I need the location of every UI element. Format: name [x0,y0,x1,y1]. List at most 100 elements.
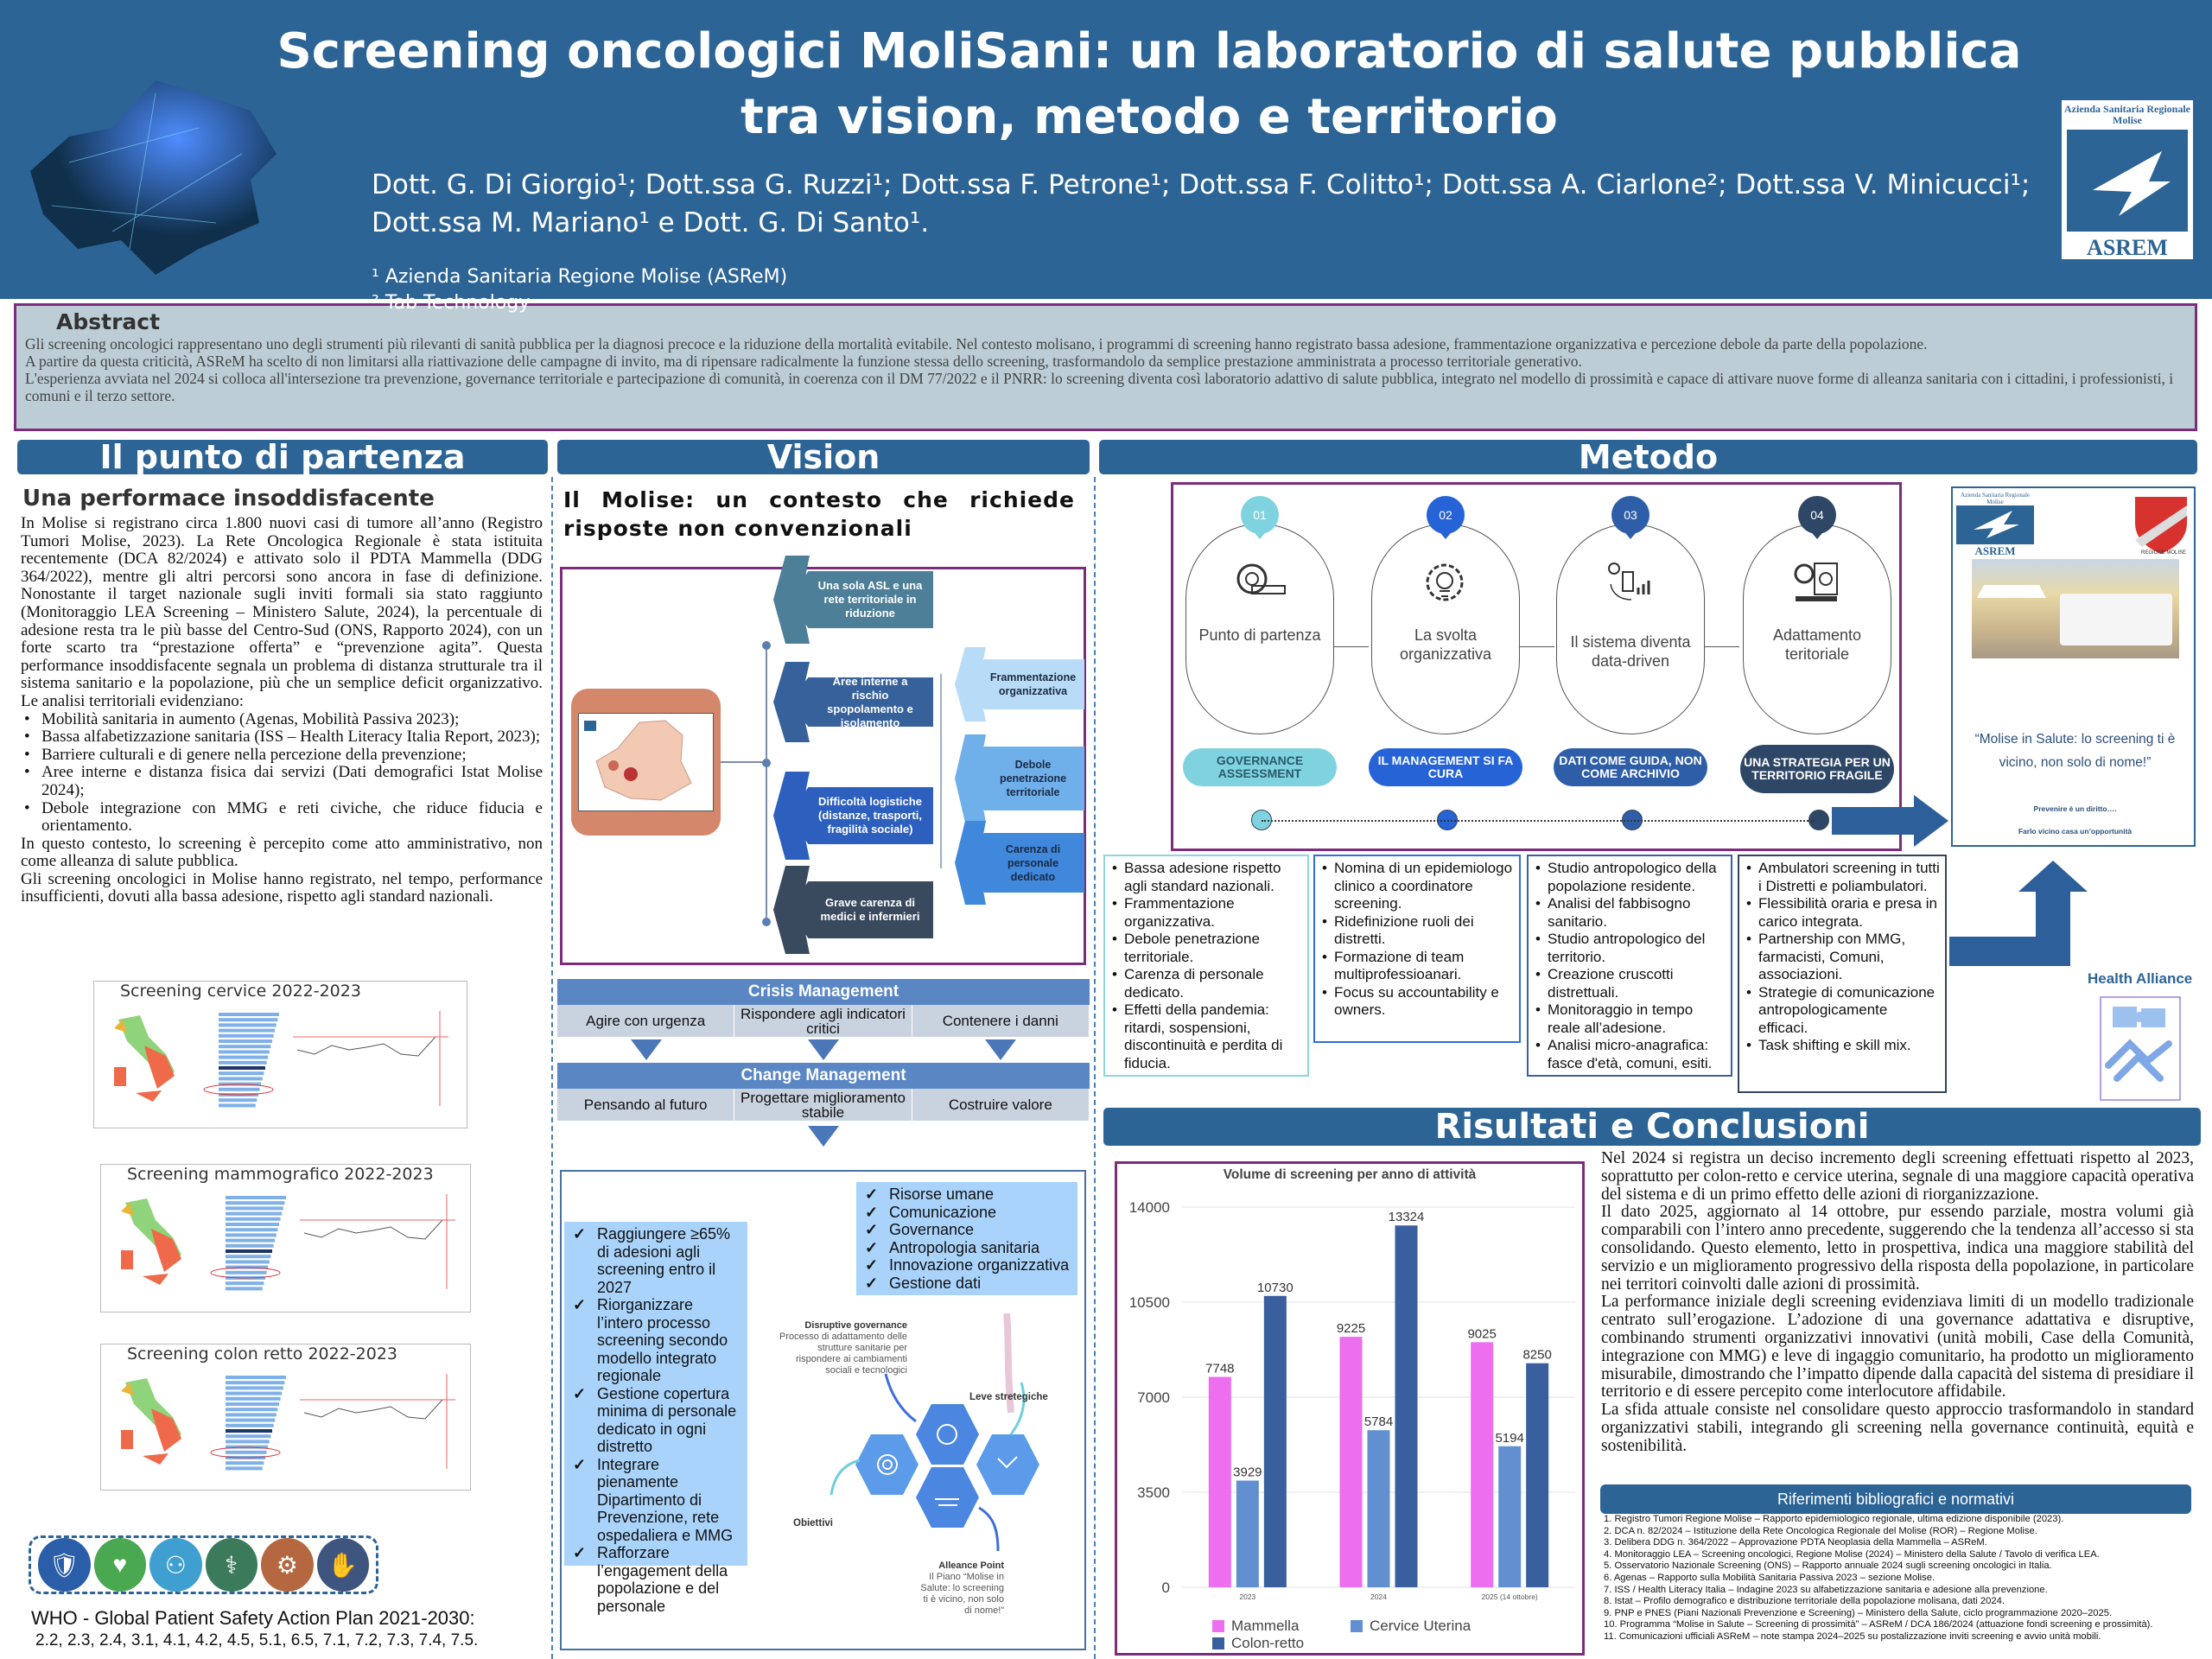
paragraph: In questo contesto, lo screening è perce… [21,834,543,871]
list-item: Nomina di un epidemiologo clinico a coor… [1320,860,1514,913]
objective-item: Rafforzare l’engagement della popolazion… [569,1544,742,1615]
badge-pointer [1437,529,1454,539]
data-label: 13324 [1389,1210,1425,1224]
levers-checklist: Risorse umaneComunicazioneGovernanceAntr… [856,1182,1077,1295]
flyer-quote: “Molise in Salute: lo screening ti è vic… [1974,732,2176,770]
reference-item: 5. Osservatorio Nazionale Screening (ONS… [1604,1560,2052,1572]
method-list: Nomina di un epidemiologo clinico a coor… [1313,855,1521,1043]
step-arrow-icon [1520,646,1554,647]
context-item: Una sola ASL e una rete territoriale in … [788,571,933,628]
health-alliance-label: Health Alliance [2088,970,2193,987]
list-item: Carenza di personale dedicato. [1110,966,1302,1001]
abstract-box: Abstract Gli screening oncologici rappre… [14,303,2197,431]
reference-item: 3. Delibera DDG n. 364/2022 – Approvazio… [1604,1537,1987,1548]
objective-item: Integrare pienamente Dipartimento di Pre… [569,1456,742,1545]
y-tick-label: 3500 [1137,1484,1170,1501]
timeline [1262,820,1815,822]
bar-mammella [1208,1376,1231,1587]
reference-item: 2. DCA n. 82/2024 – Istituzione della Re… [1604,1525,2037,1536]
partenza-subtitle: Una performace insoddisfacente [22,486,435,512]
context-item: Aree interne a rischio spopolamento e is… [788,677,933,727]
step-pill: UNA STRATEGIA PER UN TERRITORIO FRAGILE [1740,745,1894,793]
step-pill: DATI COME GUIDA, NON COME ARCHIVIO [1554,748,1707,786]
blueprint-bulb-icon [1790,560,1846,609]
vision-subtitle: Il Molise: un contesto che richiede risp… [563,487,1075,541]
screening-volume-chart: Volume di screening per anno di attività… [1115,1161,1585,1656]
step-number-badge: 04 [1798,496,1836,534]
list-item: Bassa alfabetizzazione sanitaria (ISS – … [21,728,543,747]
badge-pointer [1622,529,1639,539]
territorial-analysis-list: Mobilità sanitaria in aumento (Agenas, M… [21,710,543,836]
objectives-checklist: Raggiungere ≥65% di adesioni agli screen… [564,1222,747,1615]
step-label: Il sistema diventa data-driven [1570,633,1691,670]
references-title: Riferimenti bibliografici e normativi [1600,1484,2191,1514]
list-item: Monitoraggio in tempo reale all’adesione… [1534,1001,1726,1037]
badge-pointer [1808,529,1826,539]
legend-label: Mammella [1231,1618,1300,1634]
gear-bulb-icon [1419,560,1474,609]
timeline-dot [762,759,771,767]
obiettivi-label: Obiettivi [793,1518,834,1529]
reference-item: 10. Programma “Molise in Salute – Screen… [1604,1619,2153,1630]
legend-label: Cervice Uterina [1370,1618,1471,1634]
connector-line [766,645,767,921]
heart-pulse-icon: ♥ [93,1538,146,1592]
column-divider [551,477,553,1659]
y-tick-label: 0 [1162,1580,1170,1596]
list-item: Ridefinizione ruoli dei distretti. [1320,913,1514,949]
list-item: Flessibilità oraria e presa in carico in… [1745,895,1940,931]
coverage-charts-image [101,1363,470,1484]
list-item: Frammentazione organizzativa. [1110,895,1302,931]
tape-measure-icon [1233,560,1288,609]
lever-item: Gestione dati [861,1274,1072,1293]
list-item: Focus su accountability e owners. [1320,984,1514,1020]
bar-colon-retto [1395,1225,1418,1587]
step-number-badge: 01 [1241,496,1279,534]
step-capsule [1556,524,1705,734]
method-list: Ambulatori screening in tutti i Distrett… [1738,855,1947,1093]
list-item: Studio antropologico del territorio. [1534,931,1726,966]
section-header-partenza: Il punto di partenza [17,440,548,474]
arrow-right-icon [1832,795,1948,847]
list-item: Effetti della pandemia: ritardi, sospens… [1110,1001,1302,1072]
regione-molise-seal [2135,497,2187,554]
step-label: Punto di partenza [1198,626,1321,644]
step-number-badge: 02 [1427,496,1465,534]
legend-swatch [1212,1637,1224,1649]
section-header-vision: Vision [557,440,1090,474]
data-label: 5194 [1495,1431,1523,1446]
metodo-steps-box [1171,482,1902,851]
screenshot-title: Screening colon retto 2022-2023 [127,1344,398,1363]
list-item: Barriere culturali e di genere nella per… [21,746,543,765]
data-label: 7748 [1205,1361,1234,1376]
criticality-item: Debole penetrazione territoriale [968,747,1084,810]
data-label: 8250 [1522,1348,1551,1363]
crisis-item: Contenere i danni [912,1005,1090,1037]
list-item: Aree interne e distanza fisica dai servi… [21,763,543,799]
lever-item: Innovazione organizzativa [861,1256,1072,1274]
y-tick-label: 10500 [1129,1294,1170,1311]
legend-swatch [1351,1620,1363,1632]
seal-text: REGIONE MOLISE [2141,550,2187,556]
legend-item: Cervice Uterina [1351,1618,1532,1635]
mobile-unit-photo [1972,559,2179,658]
change-management-title: Change Management [557,1063,1090,1089]
partenza-text: In Molise si registrano circa 1.800 nuov… [21,514,543,906]
step-capsule [1743,524,1891,734]
y-tick-label: 7000 [1137,1389,1170,1406]
head-gears-icon: ⚙ [261,1538,314,1592]
reference-item: 7. ISS / Health Literacy Italia – Indagi… [1604,1584,2048,1595]
x-tick-label: 2025 (14 ottobre) [1482,1592,1538,1601]
paragraph: La performance iniziale degli screening … [1601,1293,2194,1402]
doctor-icon: ⚕ [205,1538,257,1592]
x-tick-label: 2023 [1239,1592,1255,1601]
hex-analytics-icon [976,1434,1039,1495]
coverage-charts-image [94,1001,467,1122]
change-item: Pensando al futuro [557,1089,735,1121]
who-text: WHO - Global Patient Safety Action Plan … [31,1607,479,1649]
strategy-box [560,1170,1086,1650]
step-arrow-icon [1705,646,1739,647]
step-number-badge: 03 [1611,496,1649,534]
